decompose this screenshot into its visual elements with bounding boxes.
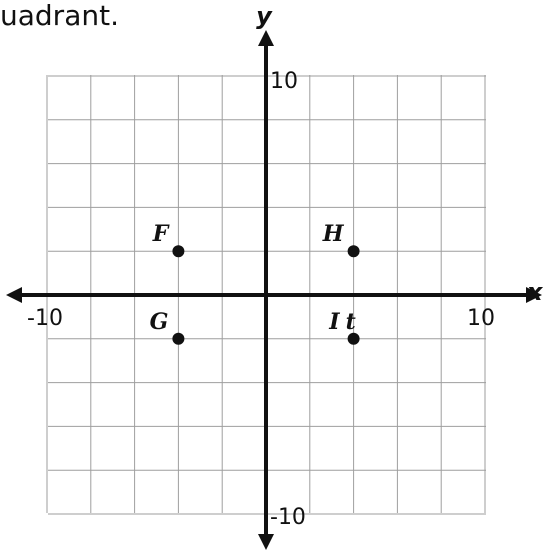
y-axis-arrow-up xyxy=(258,30,274,46)
point-label-F: F xyxy=(152,221,170,247)
y-axis-name: y xyxy=(256,2,273,30)
axes: xy xyxy=(6,2,544,550)
x-axis-arrow-left xyxy=(6,287,22,303)
tick-label-x: 10 xyxy=(467,306,495,331)
point-F xyxy=(172,245,185,258)
tick-label-x: -10 xyxy=(27,306,63,331)
tick-labels: -10 10 10 -10 xyxy=(27,69,495,530)
header-text: uadrant. xyxy=(0,0,119,32)
x-axis-name: x xyxy=(526,278,544,306)
point-I xyxy=(347,332,360,345)
x-axis-arrow-right xyxy=(526,287,542,303)
tick-label-y: -10 xyxy=(270,505,306,530)
point-label-H: H xyxy=(322,221,345,247)
point-G xyxy=(172,332,185,345)
point-label-I: I xyxy=(328,309,340,335)
point-label-G: G xyxy=(150,309,169,335)
point-H xyxy=(347,245,360,258)
tick-label-y: 10 xyxy=(270,69,298,94)
y-axis-arrow-down xyxy=(258,534,274,550)
point-extra-mark: t xyxy=(346,309,356,335)
